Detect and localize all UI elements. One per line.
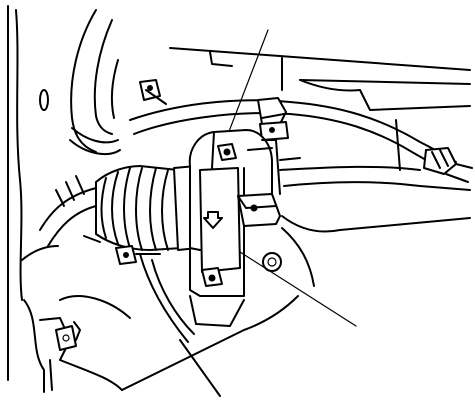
grommet-icon (262, 252, 282, 272)
upper-bracket-clip (257, 97, 289, 141)
upper-left-bolt-icon (139, 79, 167, 105)
subframe (279, 119, 471, 287)
lower-frame (39, 253, 299, 397)
mount-right-bracket (237, 139, 301, 227)
left-hose (21, 175, 101, 261)
leader-line-top (227, 29, 269, 135)
cv-boot (95, 165, 199, 251)
right-connector (423, 147, 473, 183)
intake-hose (69, 9, 121, 156)
arrow-down-icon (203, 211, 223, 229)
bottom-left-bracket (49, 325, 77, 391)
mount-lower-bolt-icon (201, 267, 223, 287)
mount-top-bolt-icon (217, 143, 237, 161)
left-body-panel (7, 5, 49, 393)
upper-body-outline (169, 47, 471, 111)
leader-line-bottom (239, 251, 357, 327)
